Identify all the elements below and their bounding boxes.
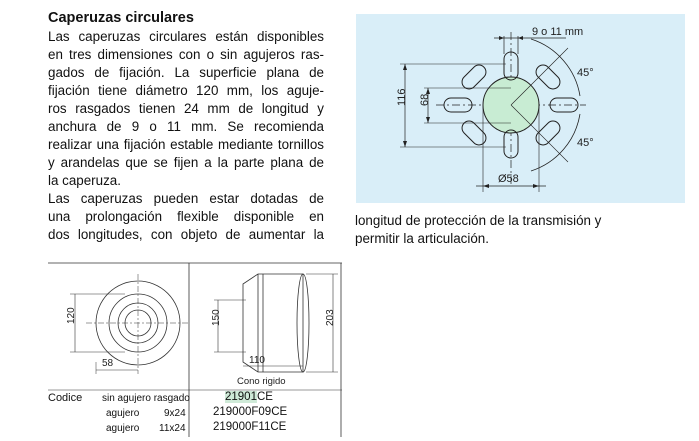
codice-label: Codice bbox=[48, 392, 83, 404]
side-length-label: 110 bbox=[249, 355, 265, 366]
paragraph-line: gados de fijación. La superficie plana d… bbox=[48, 65, 324, 80]
row-desc: agujero bbox=[106, 408, 140, 419]
paragraph-line: la caperuza. bbox=[48, 173, 121, 188]
paragraph-line: una prolongación flexible disponible en bbox=[48, 209, 324, 224]
cap-table: 120 58 150 203 110 Cono rigido Codice si… bbox=[48, 262, 342, 437]
front-width-label: 58 bbox=[102, 358, 114, 369]
height-outer-label: 116 bbox=[396, 88, 408, 106]
paragraph-line: fijación tiene diámetro 120 mm, los aguj… bbox=[48, 83, 324, 98]
row-code: 21901CE bbox=[225, 391, 273, 403]
slot-top-left bbox=[461, 64, 487, 90]
diameter-label: Ø58 bbox=[498, 173, 519, 185]
slot-right bbox=[549, 97, 579, 113]
caption-line: permitir la articulación. bbox=[355, 231, 489, 246]
cap-table-svg: 120 58 150 203 110 Cono rigido bbox=[48, 262, 342, 437]
paragraph-line: anchura de 9 o 11 mm. Se recomienda bbox=[48, 119, 324, 134]
paragraph-line: realizar una fijación estable mediante t… bbox=[48, 137, 324, 152]
angle-bottom-label: 45° bbox=[577, 137, 594, 149]
slot-bottom-right bbox=[535, 120, 561, 146]
slot-bottom-left bbox=[461, 120, 487, 146]
row-desc: sin agujero rasgado bbox=[102, 393, 190, 404]
front-height-label: 120 bbox=[66, 307, 77, 324]
paragraph-line: ros rasgados tienen 24 mm de longitud y bbox=[48, 101, 324, 116]
code-suffix: CE bbox=[256, 391, 273, 403]
caption-line: longitud de protección de la transmisión… bbox=[355, 213, 602, 228]
cone-label: Cono rigido bbox=[237, 376, 286, 387]
slot-dimension-label: 9 o 11 mm bbox=[532, 26, 583, 38]
paragraph-line: en tres dimensiones con o sin agujeros r… bbox=[48, 47, 324, 62]
paragraph-line: Las caperuzas pueden estar dotadas de bbox=[48, 191, 324, 206]
section-heading: Caperuzas circulares bbox=[48, 10, 194, 26]
slot-left bbox=[443, 97, 473, 113]
height-inner-label: 68 bbox=[419, 94, 431, 106]
flange-drawing: 9 o 11 mm 116 68 45° 45° Ø58 bbox=[356, 14, 685, 203]
slot-top-right bbox=[535, 64, 561, 90]
side-outer-height-label: 203 bbox=[325, 309, 336, 326]
row-size: 11x24 bbox=[159, 423, 186, 434]
row-code: 219000F09CE bbox=[213, 406, 288, 418]
angle-top-label: 45° bbox=[577, 67, 594, 79]
paragraph-line: dos longitudes, con objeto de aumentar l… bbox=[48, 227, 324, 242]
flange-drawing-svg: 9 o 11 mm 116 68 45° 45° Ø58 bbox=[396, 26, 594, 192]
slot-top bbox=[503, 51, 519, 81]
cap-side-view bbox=[214, 273, 338, 373]
paragraph-line: y arandelas que se fijen a la parte plan… bbox=[48, 155, 324, 170]
row-size: 9x24 bbox=[164, 408, 186, 419]
side-inner-height-label: 150 bbox=[211, 309, 222, 326]
paragraph-line: Las caperuzas circulares están disponibl… bbox=[48, 29, 324, 44]
slot-bottom bbox=[503, 129, 519, 159]
row-code: 219000F11CE bbox=[213, 421, 287, 433]
code-prefix-highlight: 21901 bbox=[225, 391, 257, 403]
row-desc: agujero bbox=[106, 423, 140, 434]
cap-front-view bbox=[70, 274, 188, 374]
